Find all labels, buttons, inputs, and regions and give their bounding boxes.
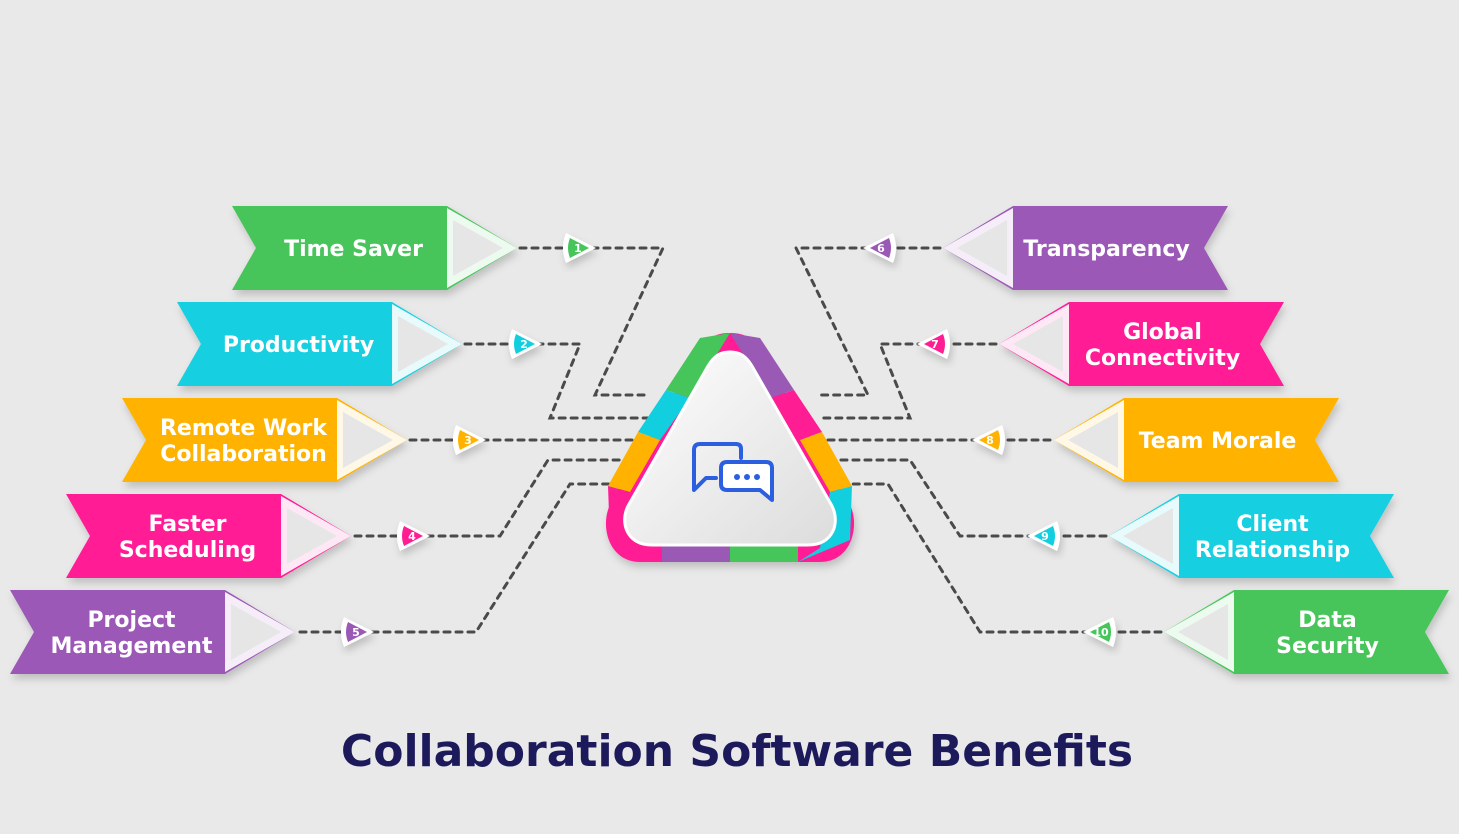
ribbon-body <box>177 302 462 386</box>
badge-marker <box>1034 526 1055 546</box>
ribbon-body <box>999 302 1284 386</box>
diagram-title: Collaboration Software Benefits <box>341 726 1133 777</box>
step-badge-7: 7 <box>917 329 950 359</box>
benefit-label: Global <box>1123 320 1202 345</box>
connector-line <box>793 246 942 397</box>
step-badge-9: 9 <box>1027 521 1060 551</box>
ribbon-arrow-inner <box>398 316 448 372</box>
ribbon-arrow-inner <box>343 412 393 468</box>
badge-marker <box>346 622 367 642</box>
badge-marker <box>979 430 1000 450</box>
step-badge-1: 1 <box>563 233 596 263</box>
ribbon-body <box>1109 494 1394 578</box>
step-badge-6: 6 <box>863 233 896 263</box>
badge-marker <box>458 430 479 450</box>
ribbon-arrow-inner <box>1068 412 1118 468</box>
step-number: 8 <box>986 434 994 447</box>
benefit-label: Scheduling <box>119 538 256 563</box>
ribbon-body <box>10 590 295 674</box>
step-badge-10: 10 <box>1083 617 1116 647</box>
benefit-label: Time Saver <box>284 237 423 262</box>
benefit-ribbon-2: Productivity <box>177 302 462 386</box>
step-badge-8: 8 <box>972 425 1005 455</box>
triangle-ring-segment <box>666 333 730 398</box>
step-badge-3: 3 <box>453 425 486 455</box>
ribbon-body <box>1054 398 1339 482</box>
ribbon-arrow-inner <box>1013 316 1063 372</box>
benefit-label: Project <box>87 608 176 633</box>
step-badge-4: 4 <box>397 521 430 551</box>
triangle-ring-segment <box>608 432 660 492</box>
benefit-ribbon-6: Transparency <box>943 206 1228 290</box>
benefit-label: Productivity <box>223 333 374 358</box>
benefit-label: Faster <box>149 512 227 537</box>
badge-marker <box>870 238 891 258</box>
triangle-ring-segment <box>638 390 690 440</box>
step-number: 3 <box>464 434 472 447</box>
badge-marker <box>402 526 423 546</box>
benefit-ribbon-1: Time Saver <box>232 206 517 290</box>
badge-marker <box>1090 622 1111 642</box>
triangle-face <box>623 350 837 547</box>
badge-marker <box>514 334 535 354</box>
ribbon-arrow-inner <box>1123 508 1173 564</box>
step-number: 2 <box>520 338 528 351</box>
step-number: 5 <box>352 626 360 639</box>
step-number: 10 <box>1093 626 1109 639</box>
ribbon-body <box>943 206 1228 290</box>
benefit-label: Connectivity <box>1085 346 1240 371</box>
step-badge-5: 5 <box>341 617 374 647</box>
benefit-ribbon-8: Team Morale <box>1054 398 1339 482</box>
ribbon-body <box>232 206 517 290</box>
benefit-label: Data <box>1298 608 1356 633</box>
triangle-ring-segment <box>730 333 794 398</box>
center-triangle <box>605 333 855 562</box>
benefit-label: Client <box>1236 512 1309 537</box>
benefit-label: Transparency <box>1023 237 1189 262</box>
benefit-label: Security <box>1276 634 1379 659</box>
connector-line <box>518 246 666 397</box>
step-number: 9 <box>1041 530 1049 543</box>
connector-line <box>298 482 652 634</box>
triangle-ring-segment <box>800 432 852 492</box>
chat-bubbles-icon <box>692 442 774 502</box>
ribbon-arrow-inner <box>287 508 337 564</box>
triangle-ring-segment <box>770 390 822 440</box>
connector-line <box>816 458 1108 538</box>
benefit-label: Relationship <box>1195 538 1350 563</box>
connector-line <box>816 342 998 420</box>
ribbon-arrow-inner <box>453 220 503 276</box>
connector-line <box>463 342 652 420</box>
ribbon-arrow-inner <box>231 604 281 660</box>
ribbon-body <box>66 494 351 578</box>
badge-marker <box>568 238 589 258</box>
step-number: 6 <box>877 242 885 255</box>
benefit-label: Remote Work <box>160 416 328 441</box>
benefit-label: Team Morale <box>1139 429 1297 454</box>
badge-marker <box>924 334 945 354</box>
step-number: 4 <box>408 530 416 543</box>
triangle-ring-segment <box>662 545 730 562</box>
ribbon-arrow-inner <box>1178 604 1228 660</box>
ribbon-body <box>122 398 407 482</box>
triangle-ring-segment <box>730 545 798 562</box>
benefit-label: Collaboration <box>160 442 327 467</box>
ribbon-arrow-inner <box>957 220 1007 276</box>
ribbon-body <box>1164 590 1449 674</box>
connector-line <box>816 482 1163 634</box>
benefit-label: Management <box>51 634 213 659</box>
step-number: 1 <box>574 242 582 255</box>
step-badge-2: 2 <box>509 329 542 359</box>
step-number: 7 <box>931 338 939 351</box>
